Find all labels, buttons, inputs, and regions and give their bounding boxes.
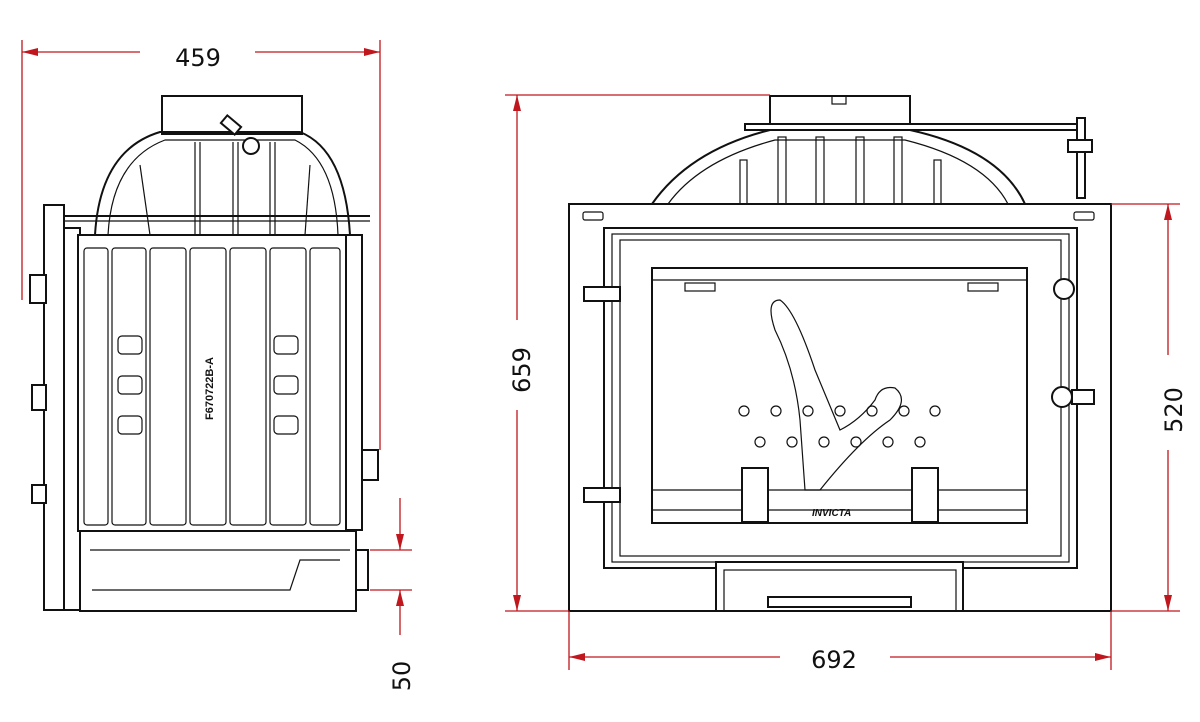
dim-label-692: 692 bbox=[811, 646, 857, 674]
dimension-front-height-total: 659 bbox=[505, 94, 770, 612]
front-dome bbox=[651, 117, 1093, 205]
side-body: F670722B-A bbox=[77, 234, 379, 532]
flame-outline bbox=[770, 299, 902, 491]
damper-handle-icon bbox=[1067, 139, 1093, 153]
side-view: F670722B-A bbox=[29, 95, 379, 612]
door-latch-icon bbox=[1053, 278, 1075, 300]
dim-label-50: 50 bbox=[388, 661, 416, 692]
side-bottom-box bbox=[79, 530, 369, 612]
dimension-front-width: 692 bbox=[568, 611, 1112, 674]
door-handle-icon bbox=[1051, 386, 1073, 408]
side-dome bbox=[45, 113, 370, 236]
front-view: INVICTA bbox=[568, 95, 1112, 612]
dim-label-459: 459 bbox=[175, 44, 221, 72]
front-door: INVICTA bbox=[583, 227, 1095, 569]
dim-label-659: 659 bbox=[508, 347, 536, 393]
dimension-bottom-offset: 50 bbox=[370, 498, 416, 691]
hinge-top-icon bbox=[583, 286, 621, 302]
air-holes bbox=[738, 405, 941, 448]
hinge-bottom-icon bbox=[583, 487, 621, 503]
dimension-front-height-body: 520 bbox=[1111, 203, 1188, 612]
front-ash-drawer bbox=[715, 561, 964, 612]
part-number: F670722B-A bbox=[204, 357, 216, 420]
dim-label-520: 520 bbox=[1160, 387, 1188, 433]
dimension-side-width: 459 bbox=[21, 40, 381, 450]
side-left-plate bbox=[29, 204, 81, 611]
damper-knob-icon bbox=[242, 137, 260, 155]
brand-logo: INVICTA bbox=[812, 508, 851, 519]
